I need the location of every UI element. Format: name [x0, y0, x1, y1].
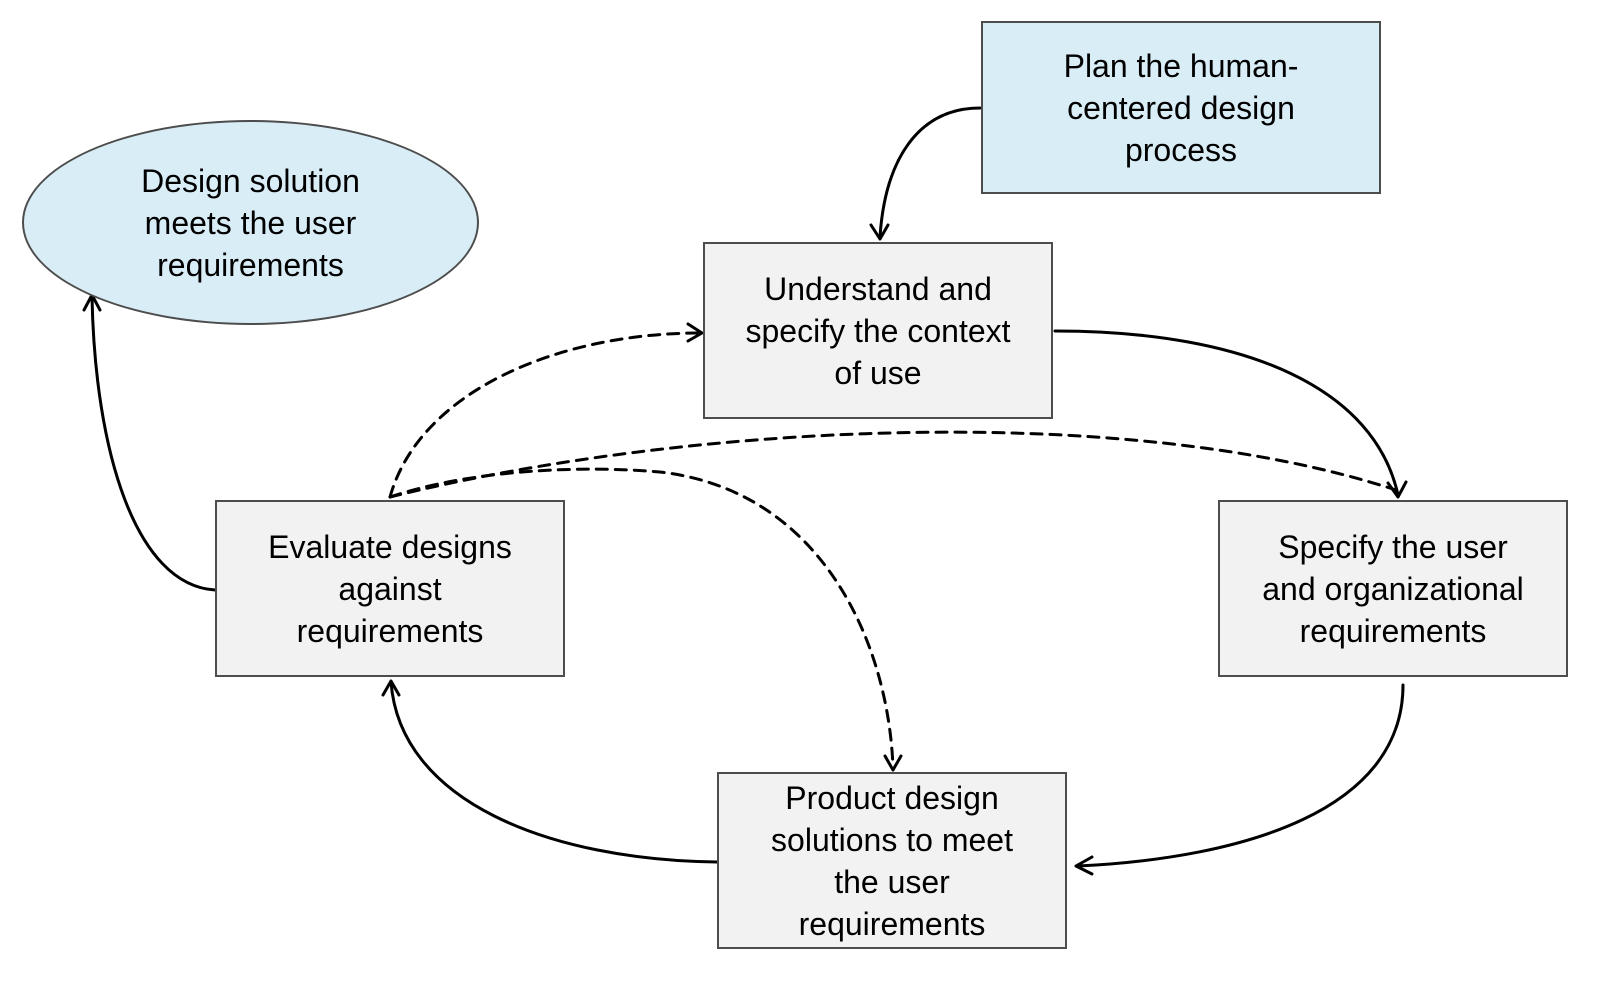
arrowhead-produce-to-evaluate [381, 679, 401, 697]
plan-process-node: Plan the human- centered design process [981, 21, 1381, 194]
arrowhead-evaluate-to-produce [883, 754, 903, 772]
specify-line-1: Specify the user [1278, 528, 1508, 565]
arrowhead-specify-to-produce [1074, 855, 1094, 876]
plan-line-1: Plan the human- [1063, 47, 1299, 84]
edge-plan-to-context [878, 106, 982, 239]
specify-line-2: and organizational [1262, 570, 1524, 607]
produce-line-4: requirements [798, 905, 986, 942]
context-line-2: specify the context [745, 312, 1011, 349]
produce-line-3: the user [834, 863, 950, 900]
outcome-line-2: meets the user [144, 204, 357, 241]
produce-line-2: solutions to meet [771, 821, 1013, 858]
edge-evaluate-to-specify [388, 430, 1398, 499]
plan-line-3: process [1124, 131, 1238, 168]
specify-line-3: requirements [1299, 612, 1487, 649]
edge-context-to-specify [1053, 329, 1400, 497]
evaluate-line-2: against [338, 570, 442, 607]
plan-line-2: centered design [1067, 89, 1295, 126]
produce-line-1: Product design [785, 779, 999, 816]
evaluate-line-3: requirements [296, 612, 484, 649]
edge-produce-to-evaluate [389, 680, 719, 864]
evaluate-designs-node: Evaluate designs against requirements [215, 500, 565, 677]
arrowhead-evaluate-to-context [686, 322, 704, 343]
evaluate-line-1: Evaluate designs [268, 528, 512, 565]
specify-requirements-node: Specify the user and organizational requ… [1218, 500, 1568, 677]
edge-evaluate-to-produce [388, 467, 895, 769]
context-of-use-node: Understand and specify the context of us… [703, 242, 1053, 419]
outcome-line-1: Design solution [141, 162, 360, 199]
arrowhead-plan-to-context [869, 223, 890, 241]
edge-evaluate-to-context [388, 331, 702, 499]
produce-design-solutions-node: Product design solutions to meet the use… [717, 772, 1067, 949]
design-solution-outcome-node: Design solution meets the user requireme… [22, 120, 479, 325]
edge-specify-to-produce [1076, 683, 1405, 868]
outcome-line-3: requirements [157, 246, 344, 283]
edge-evaluate-to-outcome [90, 295, 217, 592]
context-line-3: of use [834, 354, 922, 391]
context-line-1: Understand and [764, 270, 992, 307]
